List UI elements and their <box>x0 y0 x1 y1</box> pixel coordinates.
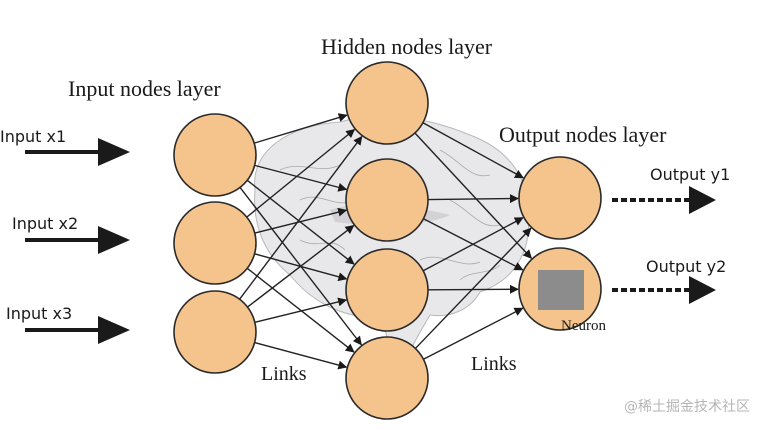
input-arrows <box>25 138 130 344</box>
link-input2-hidden2 <box>254 207 348 234</box>
link-input3-hidden1 <box>239 135 363 300</box>
link-hidden4-output2 <box>423 307 524 360</box>
input-node-3 <box>173 290 257 374</box>
input-arrow-3-head <box>98 316 130 344</box>
input-layer-title: Input nodes layer <box>68 76 221 101</box>
input-node-2 <box>173 201 257 285</box>
link-hidden4-output1 <box>414 227 532 349</box>
output-arrows <box>612 186 716 304</box>
link-input3-hidden2 <box>247 225 355 308</box>
neuron-label: Neuron <box>561 318 606 334</box>
links-label-right: Links <box>471 353 517 375</box>
hidden-layer-title: Hidden nodes layer <box>321 34 493 59</box>
link-hidden2-output1 <box>427 194 519 204</box>
link-input1-hidden2 <box>254 164 348 192</box>
link-input2-hidden4 <box>246 267 355 353</box>
watermark: @稀土掘金技术社区 <box>624 399 750 415</box>
link-hidden1-output2 <box>414 132 533 259</box>
input-arrow-1-head <box>98 138 130 166</box>
links-label-left: Links <box>261 363 307 385</box>
output-layer-title: Output nodes layer <box>499 122 667 147</box>
link-hidden3-output1 <box>422 217 524 272</box>
hidden-node-4 <box>345 336 429 420</box>
link-input2-hidden1 <box>246 128 356 218</box>
input-label-x3: Input x3 <box>6 304 72 323</box>
link-hidden1-output1 <box>422 122 524 179</box>
links-group <box>239 113 533 370</box>
link-input3-hidden3 <box>254 297 348 323</box>
input-label-x1: Input x1 <box>0 127 66 146</box>
hidden-node-2 <box>345 158 429 242</box>
hidden-node-3 <box>345 248 429 332</box>
input-arrow-2-head <box>98 226 130 254</box>
link-input1-hidden1 <box>254 113 348 144</box>
link-input3-hidden4 <box>254 341 348 370</box>
output-arrow-1-head <box>689 186 716 214</box>
nodes-group <box>173 61 602 420</box>
output-node-1 <box>518 156 602 240</box>
hidden-node-1 <box>345 61 429 145</box>
output-label-y2: Output y2 <box>646 257 726 276</box>
output-label-y1: Output y1 <box>650 165 730 184</box>
input-node-1 <box>173 113 257 197</box>
output-arrow-2-head <box>689 276 716 304</box>
neuron-square <box>538 270 584 310</box>
input-label-x2: Input x2 <box>12 214 78 233</box>
